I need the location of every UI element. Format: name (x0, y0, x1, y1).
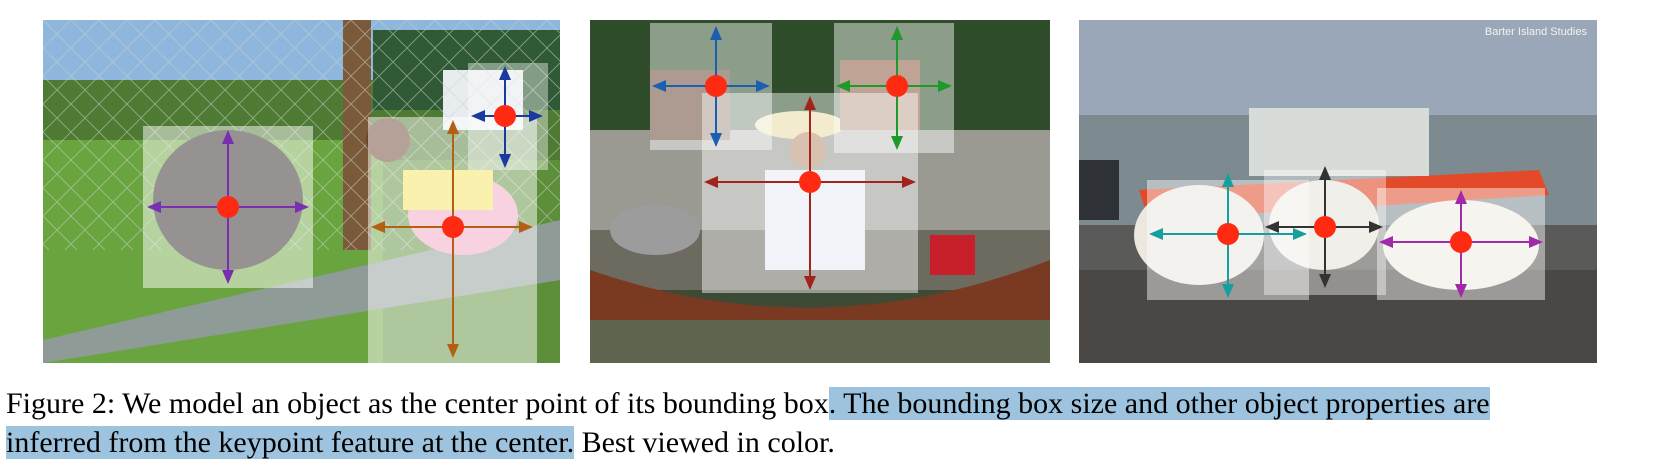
keypoint-bear (217, 196, 239, 218)
image-watermark: Barter Island Studies (1484, 26, 1587, 38)
figure-panel-polar-bears: Barter Island Studies (1079, 20, 1597, 363)
caption-highlight-2[interactable]: inferred from the keypoint feature at th… (6, 426, 575, 459)
keypoint-person-left (705, 75, 727, 97)
keypoint-polar-bear-middle (1314, 216, 1336, 238)
panel-2-image (590, 20, 1050, 363)
keypoint-polar-bear-right (1450, 231, 1472, 253)
caption-text: We model an object as the center point o… (115, 387, 829, 420)
panel-1-image (43, 20, 560, 363)
caption-label: Figure 2: (6, 387, 116, 420)
keypoint-person (494, 105, 516, 127)
caption-highlight-1[interactable]: . The bounding box size and other object… (828, 387, 1490, 420)
figure-panel-bear-fence (43, 20, 560, 363)
figure-panel-floating-market (590, 20, 1050, 363)
caption-text-end: Best viewed in color. (574, 426, 835, 459)
keypoint-polar-bear-left (1217, 223, 1239, 245)
panel-3-image (1079, 20, 1597, 363)
keypoint-girl (442, 216, 464, 238)
keypoint-vendor (799, 171, 821, 193)
figure-caption: Figure 2: We model an object as the cent… (6, 384, 1656, 462)
keypoint-person-right (886, 75, 908, 97)
